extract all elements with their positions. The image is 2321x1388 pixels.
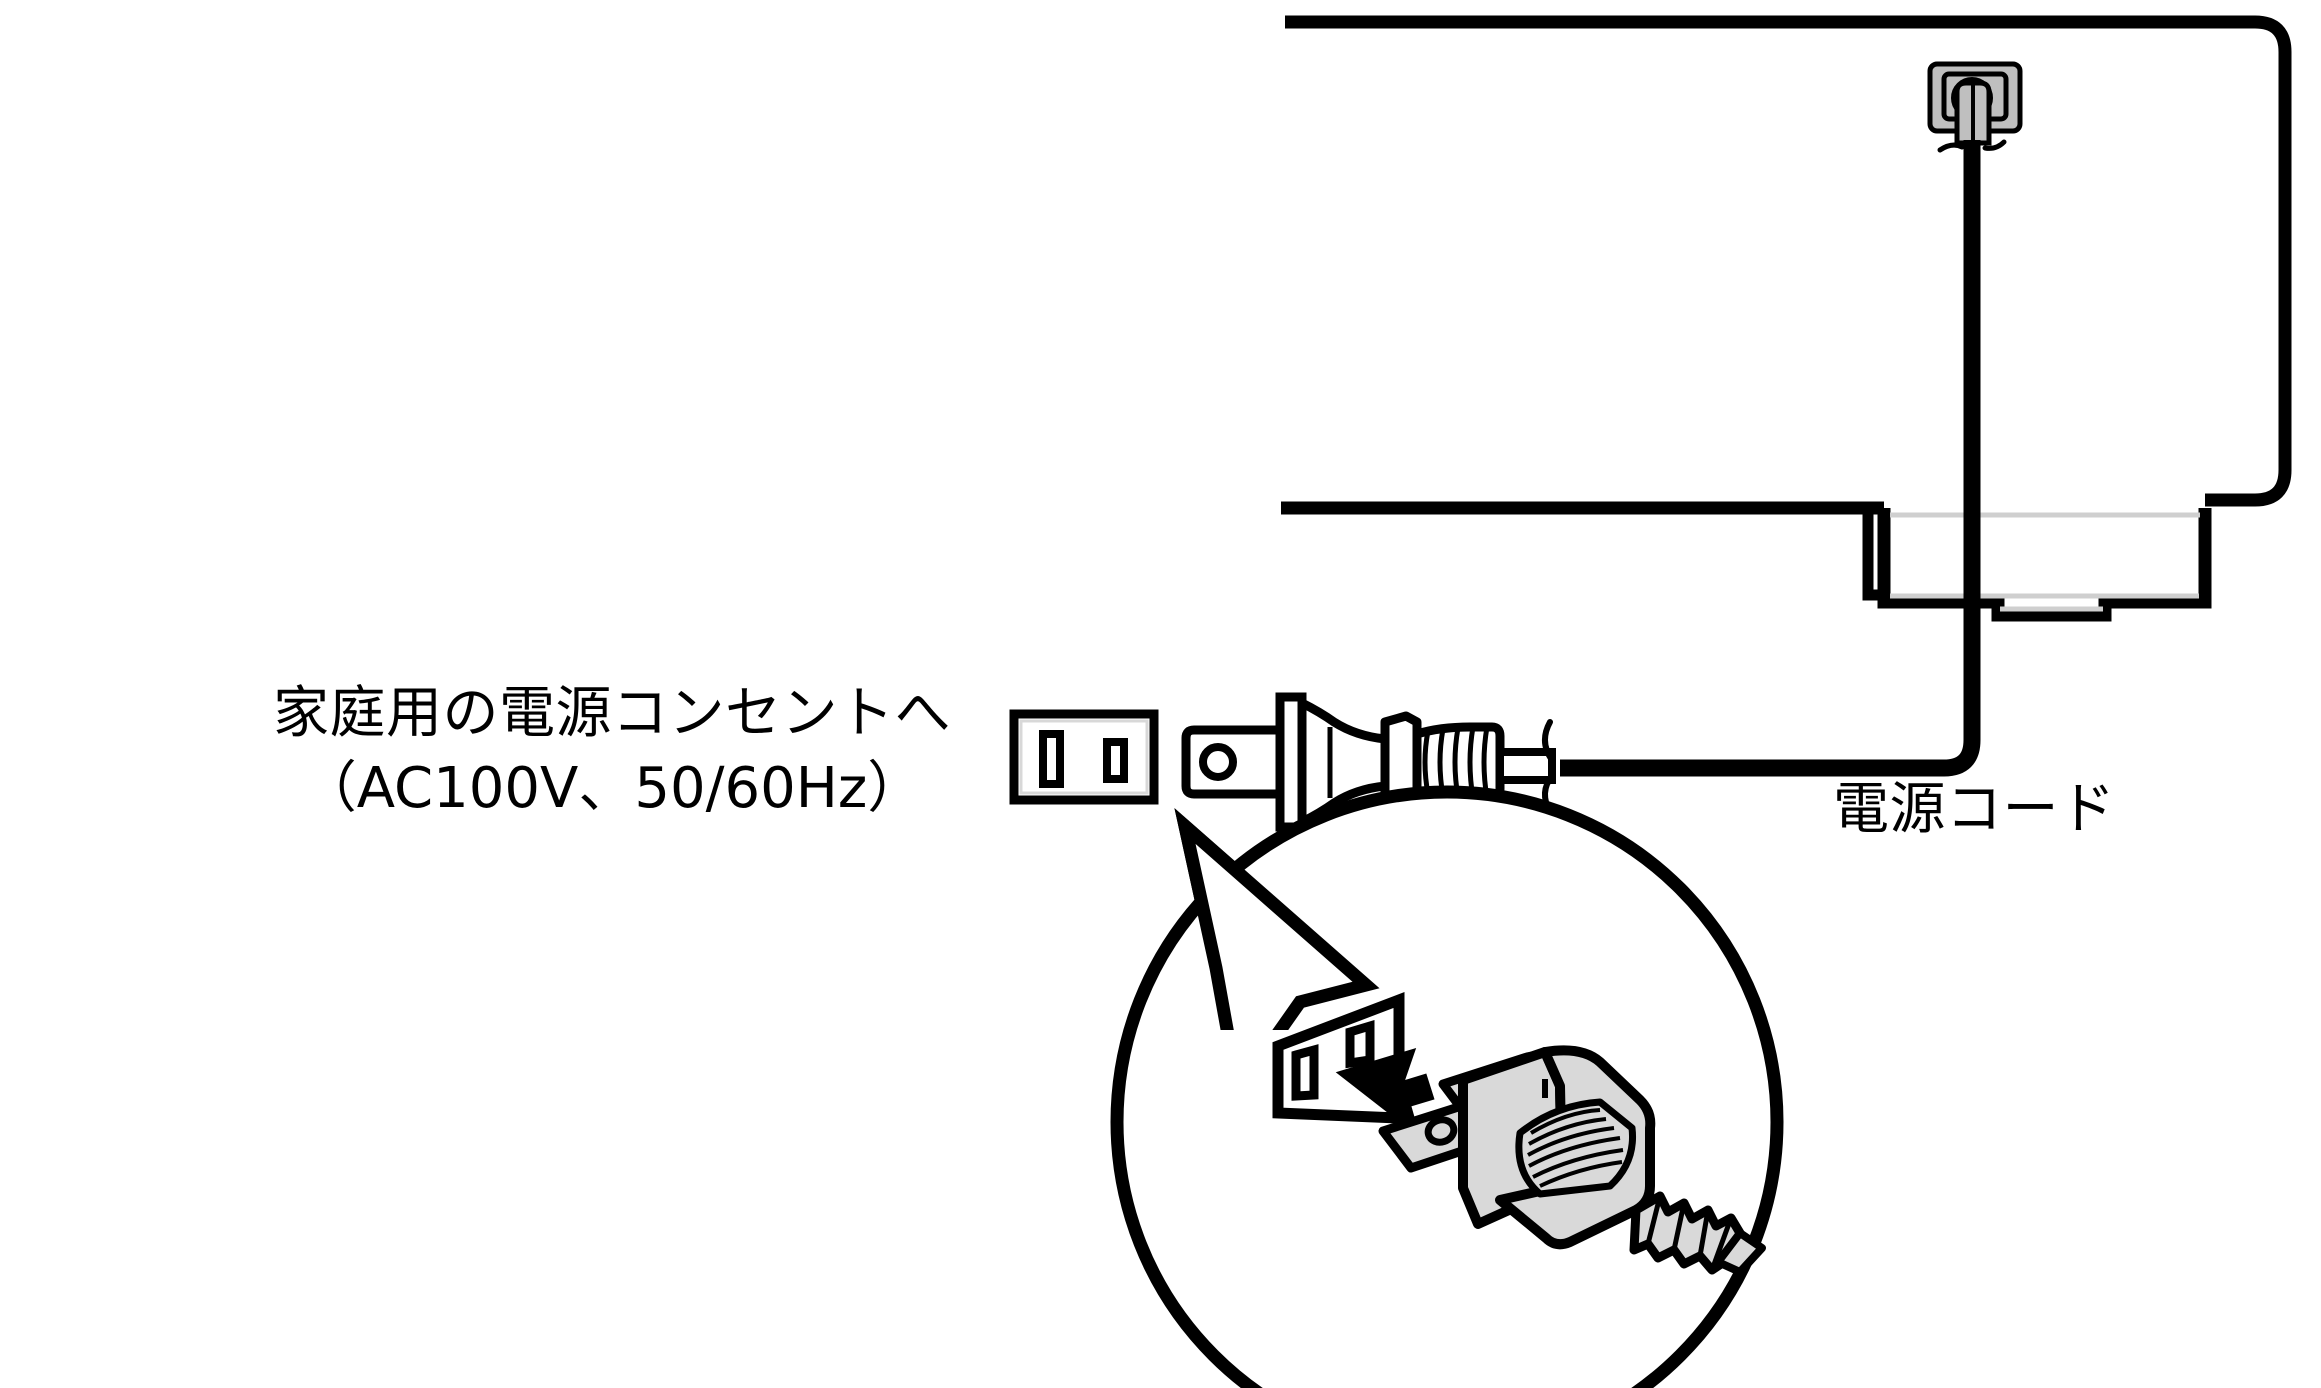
outlet-label-line1: 家庭用の電源コンセントへ — [273, 681, 951, 746]
outlet-label-line2: （AC100V、50/60Hz） — [300, 756, 924, 822]
wall-outlet-icon — [1009, 709, 1159, 805]
ac-inlet-connector — [1927, 61, 2023, 153]
detail-ac-plug — [1378, 1045, 1766, 1276]
power-cord-line — [1560, 140, 1981, 777]
outlet-destination-label: 家庭用の電源コンセントへ （AC100V、50/60Hz） — [262, 676, 962, 826]
power-cord-label: 電源コード — [1833, 777, 2116, 842]
device-body-outline — [1281, 15, 2292, 515]
callout-leader-tip — [1174, 808, 1380, 1030]
device-stand-foot — [1862, 508, 2212, 622]
